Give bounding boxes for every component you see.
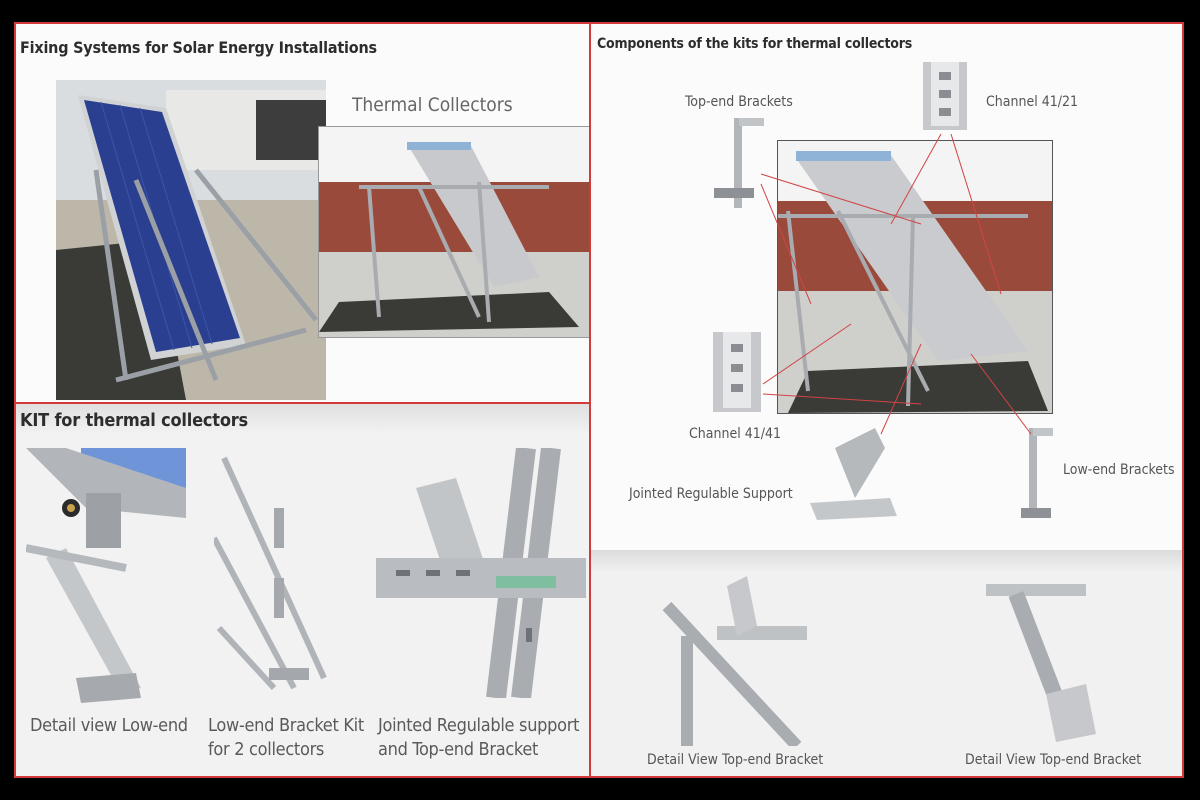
caption-bracket-kit-line1: Low-end Bracket Kit bbox=[208, 715, 364, 736]
fixing-systems-title: Fixing Systems for Solar Energy Installa… bbox=[20, 38, 377, 57]
label-channel-4121: Channel 41/21 bbox=[986, 94, 1079, 110]
components-panel: Components of the kits for thermal colle… bbox=[589, 22, 1184, 778]
fixing-systems-panel: Fixing Systems for Solar Energy Installa… bbox=[14, 22, 591, 404]
caption-bracket-kit-line2: for 2 collectors bbox=[208, 739, 325, 760]
brochure-page: Fixing Systems for Solar Energy Installa… bbox=[14, 22, 1184, 778]
low-end-detail-photo bbox=[26, 448, 186, 708]
thermal-collectors-label: Thermal Collectors bbox=[352, 94, 513, 116]
detail-caption-left: Detail View Top-end Bracket bbox=[647, 752, 824, 768]
kit-title: KIT for thermal collectors bbox=[20, 410, 248, 431]
top-end-detail-right-photo bbox=[986, 574, 1116, 744]
label-jointed-support: Jointed Regulable Support bbox=[629, 486, 793, 502]
caption-jointed-line1: Jointed Regulable support bbox=[378, 715, 580, 736]
detail-caption-right: Detail View Top-end Bracket bbox=[965, 752, 1142, 768]
low-end-bracket-photo bbox=[1011, 428, 1059, 524]
jointed-support-component-photo bbox=[805, 428, 901, 520]
thermal-collector-assembly-photo bbox=[777, 140, 1053, 414]
label-channel-4141: Channel 41/41 bbox=[689, 426, 782, 442]
kit-panel: KIT for thermal collectors bbox=[14, 402, 591, 778]
rooftop-solar-panel-photo bbox=[56, 80, 326, 400]
channel-4121-photo bbox=[921, 60, 969, 132]
thermal-collector-photo bbox=[318, 126, 589, 338]
low-end-bracket-kit-photo bbox=[214, 448, 344, 698]
label-top-end-brackets: Top-end Brackets bbox=[685, 94, 793, 110]
kit-title-bar bbox=[16, 404, 589, 434]
label-low-end-brackets: Low-end Brackets bbox=[1063, 462, 1175, 478]
top-end-bracket-photo bbox=[709, 118, 769, 218]
channel-4141-photo bbox=[711, 330, 763, 414]
components-title: Components of the kits for thermal colle… bbox=[597, 36, 913, 52]
caption-low-end-detail: Detail view Low-end bbox=[30, 715, 188, 736]
details-band bbox=[591, 550, 1182, 572]
caption-jointed-line2: and Top-end Bracket bbox=[378, 739, 539, 760]
jointed-support-photo bbox=[376, 448, 586, 698]
connector-lines bbox=[760, 133, 1032, 435]
top-end-detail-left-photo bbox=[657, 576, 807, 746]
